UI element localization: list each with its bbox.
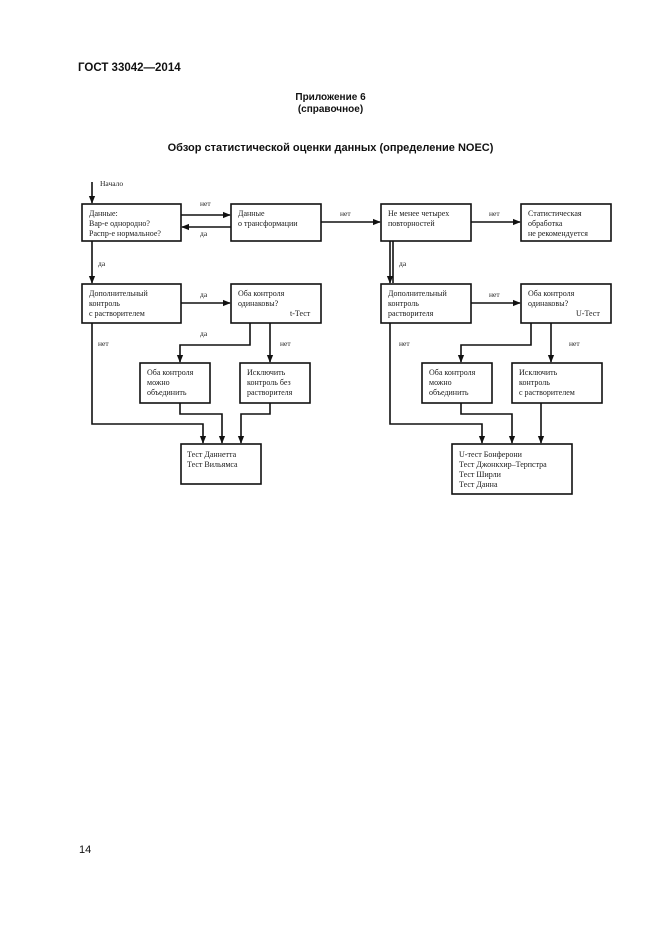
min-four-line: Не менее четырех [388,209,450,218]
edge-label-no: нет [569,339,580,348]
page-number: 14 [79,844,92,856]
box-merge-left [139,362,211,404]
merge-right-line: можно [429,378,452,387]
data-check-line: Данные: [89,209,118,218]
edge-label-yes: да [98,259,106,268]
tests-right-line: U-тест Бонферони [459,450,522,459]
tests-left-line: Тест Даннетта [187,450,237,459]
data-transform-line: Данные [238,209,265,218]
tests-right-line: Тест Данна [459,480,498,489]
edge-label-no: нет [489,209,500,218]
extra-control-left-text: Дополнительный контроль с растворителем [89,289,148,319]
edge-label-no: нет [489,290,500,299]
exclude-right-text: Исключить контроль с растворителем [519,368,575,398]
both-same-left-line: одинаковы? [238,299,279,308]
appendix-number: Приложение 6 [295,92,366,103]
not-recommended-text: Статистическая обработка не рекомендуетс… [528,209,588,239]
merge-right-line: объединить [429,388,469,397]
both-same-right-line: одинаковы? [528,299,569,308]
edge-label-yes: да [200,229,208,238]
box-both-same-left [230,283,322,324]
box-tests-right [451,443,573,495]
tests-right-line: Тест Ширли [459,470,501,479]
merge-right-text: Оба контроля можно объединить [429,368,475,398]
data-check-line: Распр-е нормальное? [89,229,161,238]
box-exclude-right [511,362,603,404]
box-tests-left [180,443,262,485]
not-recommended-line: Статистическая [528,209,582,218]
box-not-recommended [520,203,612,242]
box-merge-right [421,362,493,404]
exclude-right-line: контроль [519,378,550,387]
t-test-text: t-Тест [290,309,311,318]
appendix-type: (справочное) [297,104,364,115]
both-same-right-text: Оба контроля одинаковы? [528,289,574,309]
box-data-check [81,203,182,242]
exclude-left-text: Исключить контроль без растворителя [247,368,292,398]
box-both-same-right [520,283,612,324]
exclude-left-line: растворителя [247,388,293,397]
document-code: ГОСТ 33042—2014 [78,62,181,74]
data-check-text: Данные: Вар-е однородно? Распр-е нормаль… [89,209,161,239]
tests-right-line: Тест Джонкхир–Терпстра [459,460,547,469]
edge-label-yes: да [200,290,208,299]
merge-left-text: Оба контроля можно объединить [147,368,193,398]
exclude-left-line: Исключить [247,368,286,377]
tests-left-text: Тест Даннетта Тест Вильямса [187,450,238,470]
extra-control-right-text: Дополнительный контроль растворителя [388,289,447,319]
merge-left-line: можно [147,378,170,387]
edge-label-yes: да [399,259,407,268]
tests-left-line: Тест Вильямса [187,460,238,469]
min-four-line: повторностей [388,219,435,228]
extra-control-right-line: растворителя [388,309,434,318]
edge-label-no: нет [340,209,351,218]
both-same-right-line: Оба контроля [528,289,575,298]
extra-control-left-line: контроль [89,299,120,308]
extra-control-left-line: Дополнительный [89,289,148,298]
edge-label-yes: да [200,329,208,338]
edge-label-no: нет [200,199,211,208]
both-same-left-line: Оба контроля [238,289,285,298]
edge-label-no: нет [280,339,291,348]
not-recommended-line: не рекомендуется [528,229,588,238]
exclude-right-line: Исключить [519,368,558,377]
u-test-text: U-Тест [576,309,600,318]
not-recommended-line: обработка [528,219,563,228]
merge-left-line: объединить [147,388,187,397]
edge-label-no: нет [98,339,109,348]
both-same-left-text: Оба контроля одинаковы? [238,289,284,309]
box-exclude-left [239,362,311,404]
extra-control-right-line: контроль [388,299,419,308]
min-four-text: Не менее четырех повторностей [388,209,449,229]
appendix-heading: Приложение 6 (справочное) [0,92,661,116]
merge-right-line: Оба контроля [429,368,476,377]
page-title: Обзор статистической оценки данных (опре… [167,142,494,154]
data-check-line: Вар-е однородно? [89,219,150,228]
data-transform-line: о трансформации [238,219,298,228]
extra-control-right-line: Дополнительный [388,289,447,298]
data-transform-text: Данные о трансформации [238,209,298,229]
merge-left-line: Оба контроля [147,368,194,377]
extra-control-left-line: с растворителем [89,309,145,318]
start-label: Начало [100,179,124,188]
edge-label-no: нет [399,339,410,348]
tests-right-text: U-тест Бонферони Тест Джонкхир–Терпстра … [459,450,547,490]
exclude-right-line: с растворителем [519,388,575,397]
exclude-left-line: контроль без [247,378,291,387]
